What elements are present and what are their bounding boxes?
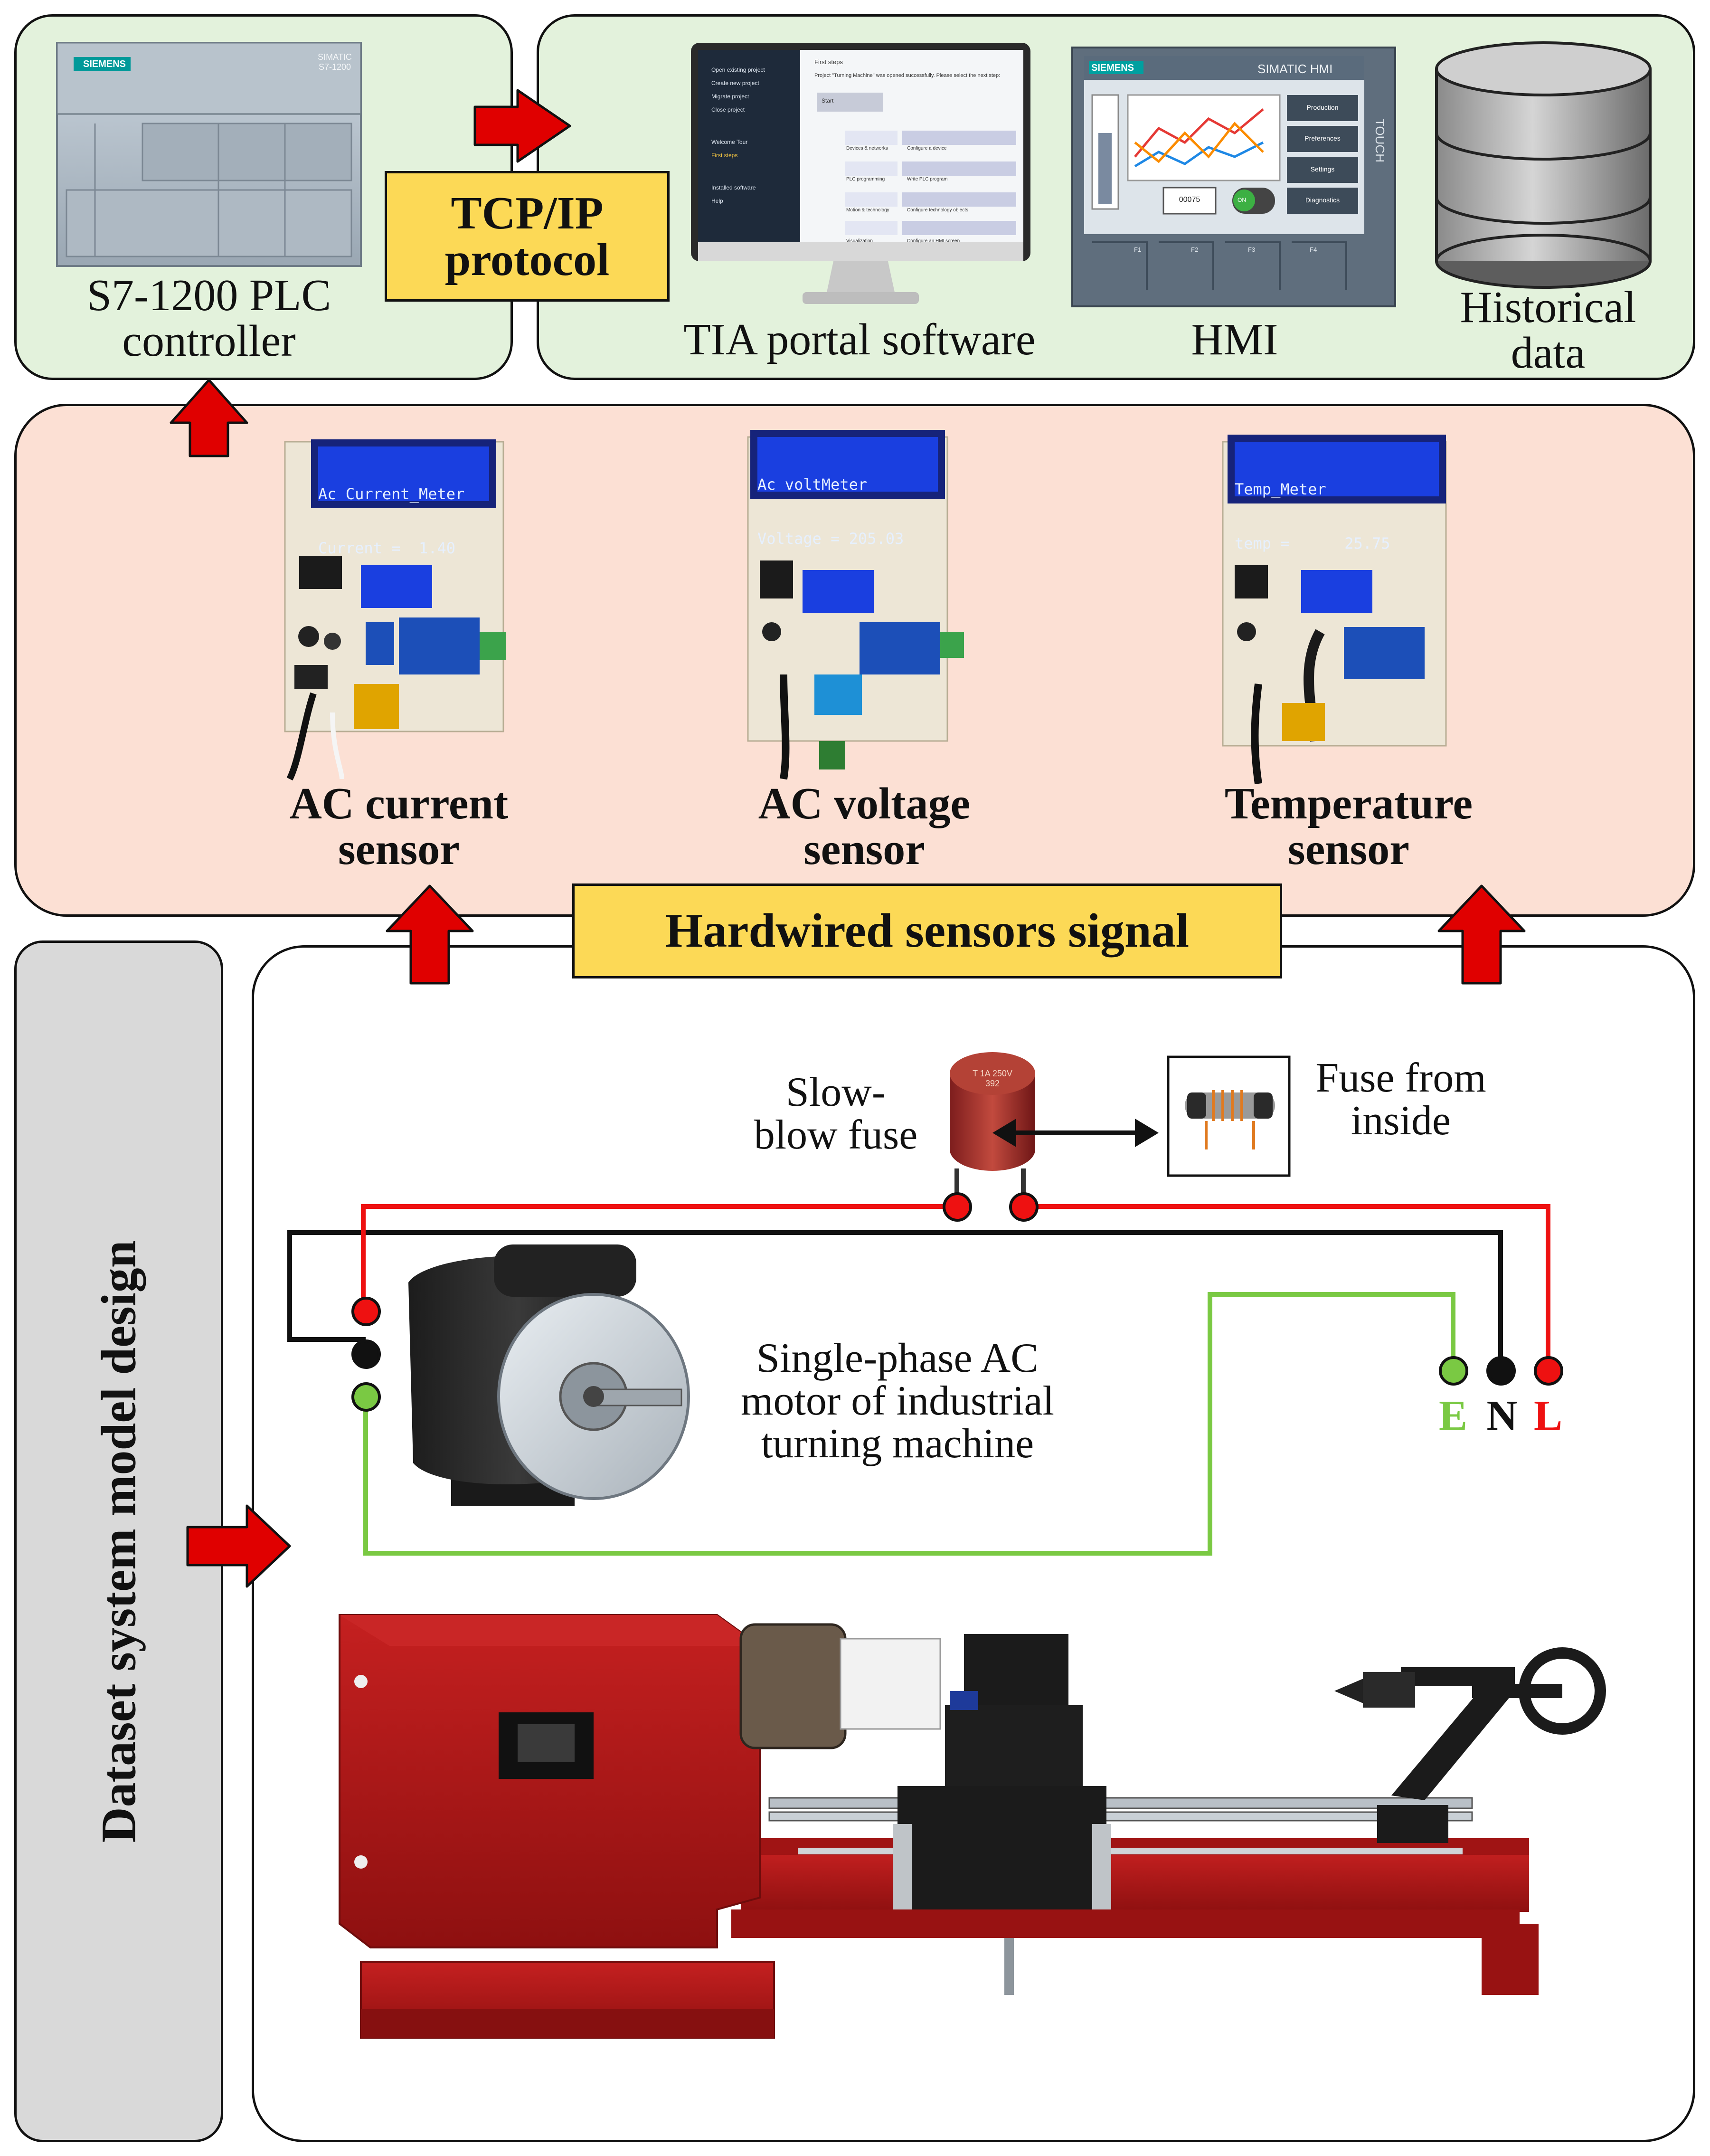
tia-menu-item[interactable]: Installed software xyxy=(711,184,756,191)
tia-menu-item[interactable]: Create new project xyxy=(711,80,759,86)
tia-menu: Open existing project Create new project… xyxy=(711,63,765,208)
tia-menu-item[interactable]: Help xyxy=(711,198,723,204)
hmi-title: SIMATIC HMI xyxy=(1257,62,1333,76)
temperature-lcd-line2: temp = 25.75 xyxy=(1235,534,1390,552)
terminal-label-neutral: N xyxy=(1486,1392,1518,1439)
fuse-body-text: T 1A 250V 392 xyxy=(973,1069,1012,1088)
motor-terminal-line xyxy=(351,1297,381,1326)
current-lcd-line2: Current = 1.40 xyxy=(318,539,455,557)
hmi-device-image xyxy=(1071,47,1396,307)
hmi-screen: SIEMENS SIMATIC HMI TOUCH Production Pre… xyxy=(1072,47,1395,306)
hmi-side-text: TOUCH xyxy=(1373,119,1387,162)
hmi-button[interactable]: Settings xyxy=(1310,165,1335,173)
hmi-readout: 00075 xyxy=(1179,196,1200,204)
monitor-image xyxy=(691,43,1030,304)
temperature-lcd: Temp_Meter temp = 25.75 xyxy=(1235,444,1439,570)
tia-action[interactable]: Configure a device xyxy=(907,146,947,151)
fuse-inside-image xyxy=(1167,1055,1291,1177)
hmi-toggle[interactable]: ON xyxy=(1238,197,1246,203)
current-sensor-board xyxy=(284,439,506,781)
supply-terminal-neutral xyxy=(1486,1356,1516,1386)
hmi-button[interactable]: Preferences xyxy=(1304,134,1341,142)
plc-device-image xyxy=(56,42,362,267)
hmi-button[interactable]: Production xyxy=(1306,104,1339,111)
arrow-sensors-to-plc xyxy=(170,379,248,457)
plc-model-label: SIMATIC S7-1200 xyxy=(318,52,352,72)
plc-label: S7-1200 PLC controller xyxy=(86,271,331,366)
terminal-label-line: L xyxy=(1533,1392,1563,1439)
arrow-hardwired-left xyxy=(386,884,474,985)
tia-step[interactable]: PLC programming xyxy=(846,177,885,182)
tia-screen: First steps Project "Turning Machine" wa… xyxy=(698,50,1023,244)
temperature-sensor-label: Temperature sensor xyxy=(1224,779,1473,874)
tcpip-label: TCP/IP protocol xyxy=(444,187,610,285)
tia-step[interactable]: Visualization xyxy=(846,238,873,244)
tcpip-callout: TCP/IP protocol xyxy=(385,171,670,302)
hmi-brand: SIEMENS xyxy=(1091,63,1134,73)
temperature-lcd-line1: Temp_Meter xyxy=(1235,480,1326,498)
supply-terminal-earth xyxy=(1439,1356,1468,1386)
motor-terminal-earth xyxy=(351,1382,381,1412)
fuse-inside-label: Fuse from inside xyxy=(1315,1055,1486,1144)
tia-menu-item[interactable]: First steps xyxy=(711,152,738,159)
terminal-label-earth: E xyxy=(1438,1392,1468,1439)
hardwired-callout: Hardwired sensors signal xyxy=(572,883,1282,978)
slow-blow-fuse-image xyxy=(950,1052,1035,1171)
current-lcd: Ac Current_Meter Current = 1.40 xyxy=(318,449,489,575)
fuse-double-arrow xyxy=(992,1119,1159,1147)
arrow-hardwired-right xyxy=(1437,884,1526,985)
hardwired-label: Hardwired sensors signal xyxy=(665,904,1190,958)
side-label: Dataset system model design xyxy=(91,1240,146,1843)
arrow-plc-to-scada xyxy=(473,89,571,163)
voltage-lcd-line2: Voltage = 205.03 xyxy=(757,530,904,548)
tia-actions: Configure a device Write PLC program Con… xyxy=(907,133,968,256)
hmi-fkey[interactable]: F1 xyxy=(1134,246,1142,253)
temperature-sensor-board xyxy=(1222,435,1447,785)
tia-start: Start xyxy=(822,97,834,104)
tia-menu-item[interactable]: Open existing project xyxy=(711,66,765,73)
tia-label: TIA portal software xyxy=(683,315,1036,364)
tia-action[interactable]: Write PLC program xyxy=(907,177,948,182)
supply-terminal-line xyxy=(1534,1356,1563,1386)
hmi-fkey[interactable]: F4 xyxy=(1310,246,1317,253)
motor-terminal-neutral xyxy=(351,1339,381,1369)
tia-subtitle: Project "Turning Machine" was opened suc… xyxy=(814,73,1001,78)
voltage-sensor-board xyxy=(747,430,964,780)
voltage-lcd: Ac voltMeter Voltage = 205.03 xyxy=(757,439,938,566)
motor-image xyxy=(408,1244,690,1506)
tia-step[interactable]: Devices & networks xyxy=(846,146,888,151)
tia-step[interactable]: Motion & technology xyxy=(846,208,889,213)
side-label-wrap: Dataset system model design xyxy=(14,940,223,2142)
wiring-diagram xyxy=(287,1168,1550,1556)
lathe-machine-image xyxy=(339,1614,1606,2039)
tia-steps: Devices & networks PLC programming Motio… xyxy=(846,133,889,256)
motor-label: Single-phase AC motor of industrial turn… xyxy=(741,1335,1054,1467)
fuse-terminal-left xyxy=(943,1192,972,1222)
database-label: Historical data xyxy=(1460,283,1636,378)
current-lcd-line1: Ac Current_Meter xyxy=(318,485,465,503)
fuse-terminal-right xyxy=(1009,1192,1039,1222)
hmi-label: HMI xyxy=(1191,315,1278,364)
fuse-label: Slow- blow fuse xyxy=(754,1069,918,1158)
plc-brand-label: SIEMENS xyxy=(83,59,126,69)
arrow-side-to-machine xyxy=(186,1504,291,1588)
tia-menu-item[interactable]: Migrate project xyxy=(711,93,749,100)
database-icon xyxy=(1435,41,1652,289)
tia-header: First steps xyxy=(814,58,843,66)
hmi-fkey[interactable]: F3 xyxy=(1248,246,1256,253)
voltage-lcd-line1: Ac voltMeter xyxy=(757,475,868,494)
tia-action[interactable]: Configure technology objects xyxy=(907,208,968,213)
tia-menu-item[interactable]: Close project xyxy=(711,106,745,113)
current-sensor-label: AC current sensor xyxy=(289,779,509,874)
tia-action[interactable]: Configure an HMI screen xyxy=(907,238,960,244)
tia-menu-item[interactable]: Welcome Tour xyxy=(711,139,748,145)
voltage-sensor-label: AC voltage sensor xyxy=(758,779,971,874)
hmi-button[interactable]: Diagnostics xyxy=(1305,196,1340,204)
hmi-fkey[interactable]: F2 xyxy=(1191,246,1199,253)
